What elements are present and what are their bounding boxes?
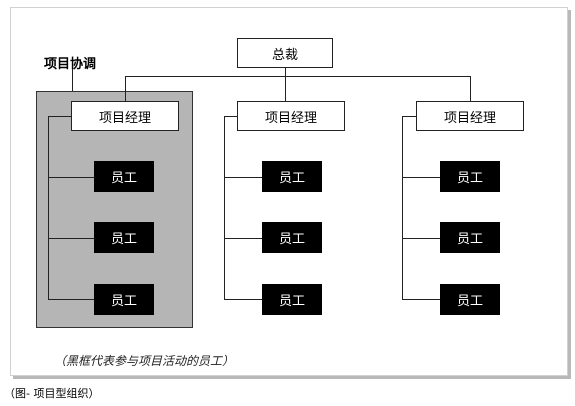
- manager-3-spine: [402, 116, 403, 299]
- manager-label: 项目经理: [98, 110, 151, 126]
- employee-2-1-connector: [224, 177, 262, 178]
- manager-1-spine: [48, 116, 49, 299]
- employee-node: 员工: [262, 284, 322, 315]
- manager-3-branch: [402, 116, 416, 117]
- employee-node: 员工: [440, 284, 500, 315]
- employee-node: 员工: [262, 222, 322, 253]
- root-connector: [285, 68, 286, 76]
- employee-2-2-connector: [224, 238, 262, 239]
- manager-label: 项目经理: [443, 110, 496, 126]
- employee-label: 员工: [456, 171, 483, 186]
- employee-3-1-connector: [402, 177, 440, 178]
- manager-bus-line: [125, 76, 471, 77]
- manager-3-drop: [470, 76, 471, 101]
- manager-node-3: 项目经理: [416, 101, 524, 131]
- employee-node: 员工: [440, 222, 500, 253]
- employee-label: 员工: [110, 232, 137, 247]
- manager-node-2: 项目经理: [237, 101, 345, 131]
- employee-label: 员工: [278, 294, 305, 309]
- manager-1-drop: [125, 76, 126, 101]
- employee-label: 员工: [110, 171, 137, 186]
- employee-node: 员工: [94, 222, 154, 253]
- legend-note: （黑框代表参与项目活动的员工）: [54, 354, 235, 368]
- employee-node: 员工: [94, 161, 154, 192]
- employee-node: 员工: [440, 161, 500, 192]
- employee-label: 员工: [456, 232, 483, 247]
- figure-caption: （图- 项目型组织）: [4, 387, 100, 400]
- group-label: 项目协调: [44, 57, 97, 72]
- employee-label: 员工: [110, 294, 137, 309]
- employee-label: 员工: [456, 294, 483, 309]
- manager-label: 项目经理: [264, 110, 317, 126]
- manager-node-1: 项目经理: [71, 101, 179, 131]
- root-label: 总裁: [271, 47, 298, 63]
- employee-2-3-connector: [224, 299, 262, 300]
- manager-2-spine: [224, 116, 225, 299]
- employee-1-1-connector: [48, 177, 94, 178]
- employee-1-3-connector: [48, 299, 94, 300]
- manager-2-branch: [224, 116, 237, 117]
- employee-label: 员工: [278, 171, 305, 186]
- manager-1-branch: [48, 116, 71, 117]
- employee-node: 员工: [262, 161, 322, 192]
- employee-node: 员工: [94, 284, 154, 315]
- employee-1-2-connector: [48, 238, 94, 239]
- employee-3-3-connector: [402, 299, 440, 300]
- manager-2-drop: [285, 76, 286, 101]
- employee-3-2-connector: [402, 238, 440, 239]
- group-label-connector: [72, 69, 73, 91]
- root-node: 总裁: [237, 38, 333, 68]
- employee-label: 员工: [278, 232, 305, 247]
